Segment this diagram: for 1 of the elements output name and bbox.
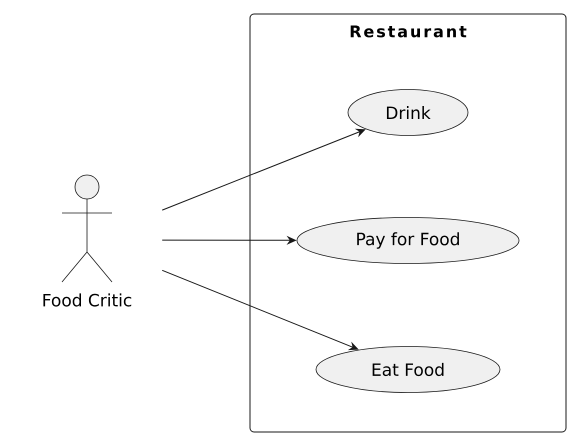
actor-label: Food Critic <box>43 293 132 307</box>
